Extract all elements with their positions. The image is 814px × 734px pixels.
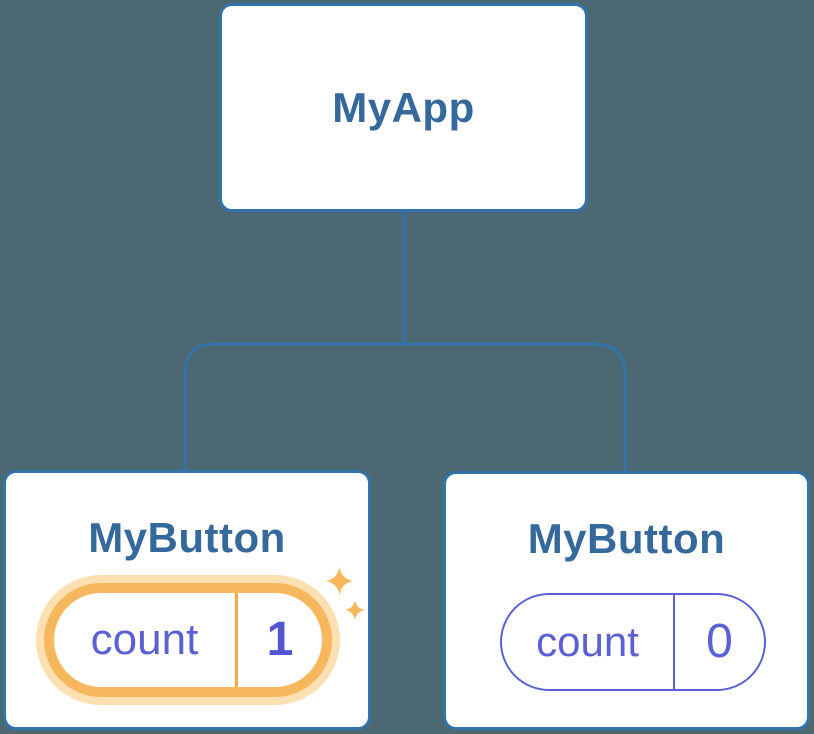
state-key-label: count [536, 618, 639, 665]
state-pill-highlighted: count 1 [44, 583, 332, 697]
node-mybutton-right: MyButton count 0 [443, 471, 810, 730]
node-mybutton-left: MyButton count 1 [3, 470, 371, 730]
node-myapp: MyApp [219, 3, 588, 212]
sparkle-icon [325, 567, 365, 620]
state-value: 1 [235, 593, 322, 687]
state-key-label: count [90, 615, 199, 664]
node-myapp-label: MyApp [332, 83, 475, 131]
state-pill: count 0 [500, 593, 766, 691]
state-value: 0 [673, 595, 764, 689]
node-mybutton-left-label: MyButton [88, 514, 286, 561]
node-mybutton-right-label: MyButton [527, 515, 726, 562]
